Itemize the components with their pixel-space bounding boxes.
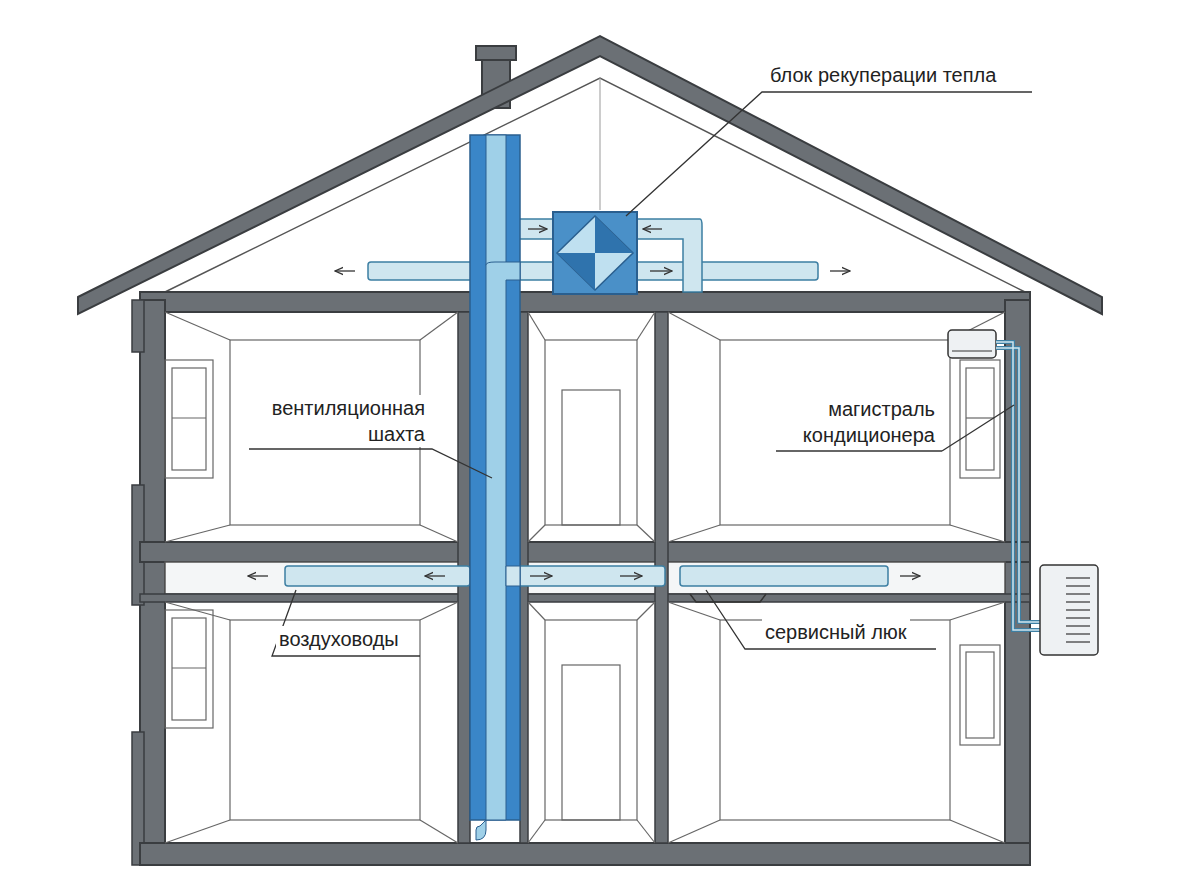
part-label: блок рекуперации тепла: [767, 62, 999, 88]
part-label: воздуховоды: [276, 626, 402, 652]
part-label: сервисный люк: [762, 619, 910, 645]
part-label: вентиляционная шахта: [242, 395, 428, 447]
part-label: магистраль кондиционера: [762, 396, 938, 448]
